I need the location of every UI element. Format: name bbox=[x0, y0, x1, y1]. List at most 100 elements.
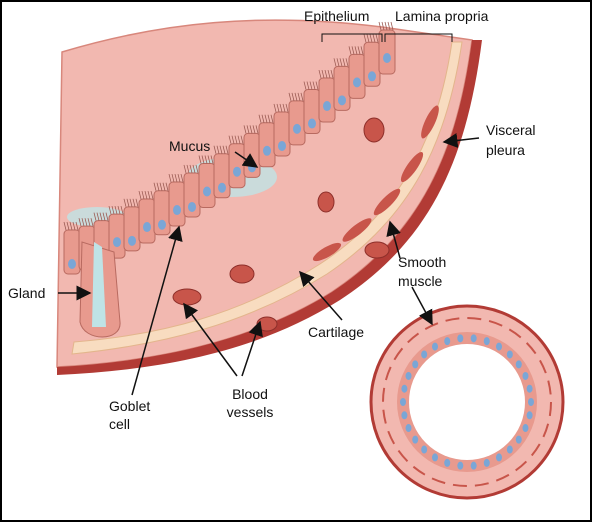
cilium bbox=[306, 81, 310, 90]
ring-nucleus bbox=[421, 350, 428, 359]
cilium bbox=[357, 46, 361, 55]
cilium bbox=[309, 81, 313, 90]
cilium bbox=[375, 34, 379, 43]
ring-nucleus bbox=[506, 350, 513, 359]
cilium bbox=[252, 125, 256, 134]
ring-nucleus bbox=[401, 411, 408, 420]
epithelium-bracket bbox=[321, 33, 383, 42]
cilium bbox=[234, 135, 238, 144]
cilium bbox=[261, 114, 265, 123]
cilium bbox=[75, 221, 79, 231]
cilium bbox=[240, 135, 244, 144]
ring-nucleus bbox=[401, 384, 408, 393]
cilium bbox=[231, 135, 235, 144]
bronchus-cross-section bbox=[369, 304, 565, 500]
label-blood-vessels-1: Blood bbox=[232, 386, 268, 402]
cilium bbox=[330, 69, 334, 79]
label-visceral-pleura-2: pleura bbox=[486, 142, 525, 158]
epithelial-cell bbox=[258, 122, 276, 168]
cilium bbox=[78, 218, 82, 227]
cilium bbox=[93, 212, 97, 221]
cilium bbox=[237, 135, 241, 144]
cilium bbox=[189, 164, 193, 174]
cilium bbox=[342, 58, 346, 67]
cilium bbox=[333, 58, 337, 67]
cilium bbox=[90, 218, 94, 227]
ring-nucleus bbox=[526, 411, 533, 420]
cell-nucleus bbox=[383, 53, 391, 63]
cilium bbox=[315, 81, 319, 90]
cilium bbox=[387, 21, 391, 31]
epithelial-cell bbox=[228, 143, 246, 189]
cilium bbox=[303, 81, 307, 90]
cilium bbox=[228, 135, 232, 144]
cilium bbox=[279, 103, 283, 113]
gland-lumen bbox=[92, 242, 106, 327]
ring-nucleus bbox=[421, 445, 428, 454]
cilium bbox=[282, 103, 286, 113]
cell-nucleus bbox=[338, 95, 346, 106]
cilium bbox=[288, 92, 292, 101]
cilium bbox=[345, 58, 349, 67]
cell-nucleus bbox=[158, 219, 166, 230]
cilium bbox=[222, 145, 226, 154]
ring-nucleus bbox=[470, 461, 477, 470]
label-gland: Gland bbox=[8, 285, 46, 301]
ring-nucleus bbox=[528, 398, 534, 406]
cilium bbox=[114, 205, 118, 215]
cell-nucleus bbox=[203, 186, 211, 197]
cilium bbox=[351, 46, 355, 55]
cilium bbox=[81, 218, 85, 227]
cilium bbox=[366, 34, 370, 43]
cilium bbox=[321, 69, 325, 79]
cilium bbox=[216, 145, 220, 154]
cilium bbox=[372, 34, 376, 43]
ring-nucleus bbox=[483, 458, 490, 467]
cilium bbox=[171, 173, 175, 183]
cilium bbox=[297, 92, 301, 101]
ring-nucleus bbox=[515, 360, 522, 369]
label-arrows bbox=[58, 133, 480, 396]
cilium bbox=[174, 173, 178, 183]
cilium bbox=[63, 221, 67, 231]
ring-nucleus bbox=[400, 398, 406, 406]
cilium bbox=[135, 198, 139, 207]
cell-nucleus bbox=[173, 205, 181, 216]
cilium bbox=[204, 155, 208, 164]
ring-nucleus bbox=[526, 384, 533, 393]
epithelial-cell bbox=[288, 100, 306, 146]
cilium bbox=[258, 114, 262, 123]
cell-nucleus bbox=[293, 123, 301, 134]
ring-nucleus bbox=[444, 458, 451, 467]
cilium bbox=[264, 114, 268, 123]
cilium bbox=[66, 221, 70, 231]
ring-nucleus bbox=[470, 334, 477, 343]
epithelial-cell bbox=[168, 181, 186, 227]
airway-wall-section bbox=[56, 19, 473, 368]
cilium bbox=[363, 34, 367, 43]
cell-nucleus bbox=[353, 77, 361, 88]
cilium bbox=[249, 125, 253, 134]
ring-nucleus bbox=[515, 435, 522, 444]
cell-nucleus bbox=[68, 259, 76, 269]
cilium bbox=[102, 212, 106, 221]
cilium bbox=[255, 125, 259, 134]
cilium bbox=[186, 164, 190, 174]
ring-nucleus bbox=[432, 342, 438, 351]
cilium bbox=[147, 190, 151, 200]
cilium bbox=[84, 218, 88, 227]
cilium bbox=[381, 21, 385, 31]
cell-nucleus bbox=[188, 201, 196, 212]
cell-nucleus bbox=[308, 118, 316, 129]
smooth-muscle-bundles bbox=[312, 105, 439, 262]
ring-nucleus bbox=[457, 461, 464, 470]
cilium bbox=[354, 46, 358, 55]
cilium bbox=[198, 155, 202, 164]
cell-nucleus bbox=[128, 235, 136, 246]
label-goblet-cell-2: cell bbox=[109, 416, 131, 432]
cilium bbox=[348, 46, 352, 55]
cell-nucleus bbox=[278, 140, 286, 151]
